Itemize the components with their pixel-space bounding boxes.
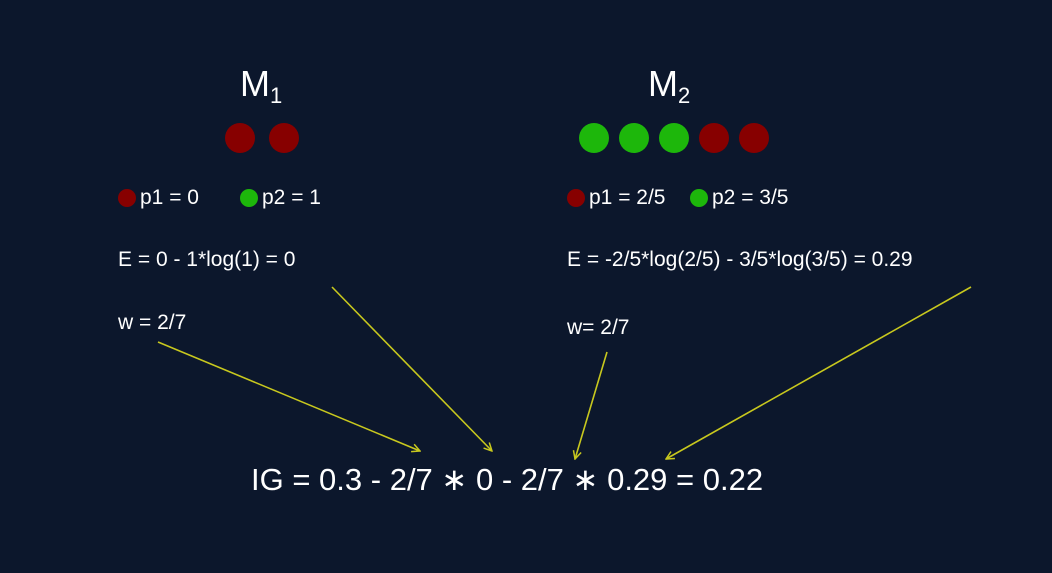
red-ball-icon [699,123,729,153]
m1-p2-label: p2 = 1 [262,186,321,209]
red-dot-icon [567,189,585,207]
green-ball-icon [579,123,609,153]
m2-p1-label: p1 = 2/5 [589,186,666,209]
arrow-m2-weight [575,351,608,459]
information-gain-equation: IG = 0.3 - 2/7 ∗ 0 - 2/7 ∗ 0.29 = 0.22 [251,462,764,497]
arrow-m1-entropy [331,286,492,451]
green-dot-icon [690,189,708,207]
m1-entropy: E = 0 - 1*log(1) = 0 [118,248,296,271]
red-ball-icon [225,123,255,153]
arrow-m2-entropy [666,286,972,459]
green-ball-icon [619,123,649,153]
m1-p1-legend: p1 = 0 [118,186,199,210]
red-ball-icon [269,123,299,153]
green-ball-icon [659,123,689,153]
m2-p2-legend: p2 = 3/5 [690,186,788,210]
m2-p2-label: p2 = 3/5 [712,186,789,209]
m1-p2-legend: p2 = 1 [240,186,321,210]
m2-title: M2 [648,63,691,108]
green-dot-icon [240,189,258,207]
arrow-m1-weight [157,341,420,451]
m1-title: M1 [240,63,283,108]
m2-p1-legend: p1 = 2/5 [567,186,665,210]
red-ball-icon [739,123,769,153]
m1-weight: w = 2/7 [118,311,187,334]
m2-weight: w= 2/7 [567,316,630,339]
red-dot-icon [118,189,136,207]
m2-entropy: E = -2/5*log(2/5) - 3/5*log(3/5) = 0.29 [567,248,913,271]
m1-p1-label: p1 = 0 [140,186,199,209]
